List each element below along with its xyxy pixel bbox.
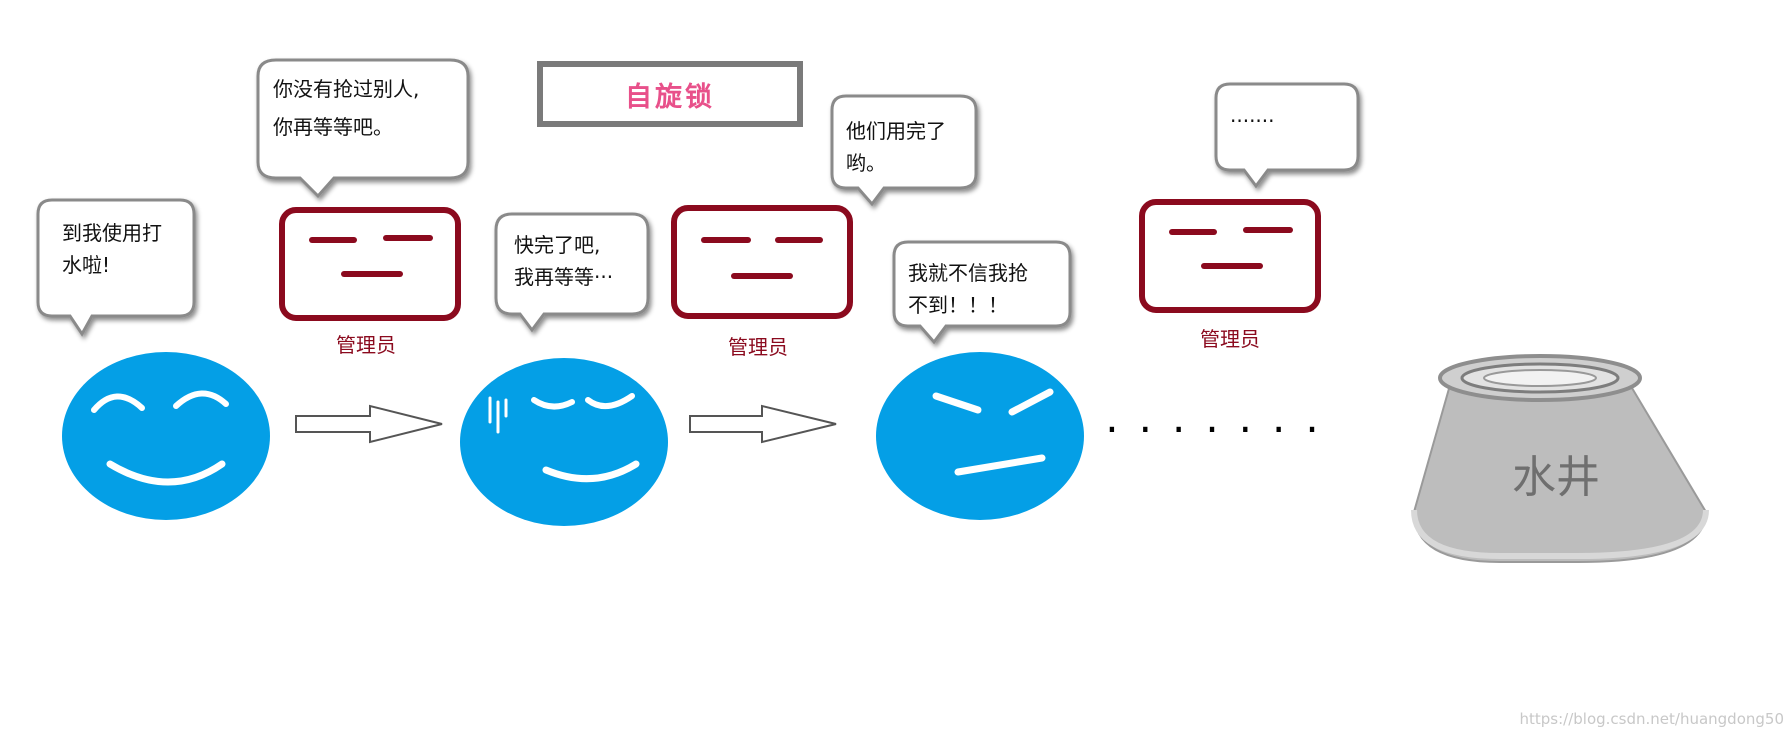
speech-user-3-line-2: 不到！！！ [908,293,1008,317]
speech-user-3-line-1: 我就不信我抢 [908,261,1028,285]
speech-admin-1-line-1: 你没有抢过别人, [273,77,419,101]
arrow-right-1 [295,404,443,444]
user-face-2-waiting [460,358,668,526]
speech-bubble-admin-3 [1214,82,1360,189]
diagram-title: 自旋锁 [625,81,715,113]
speech-admin-1-line-2: 你再等等吧。 [273,115,393,139]
speech-user-2-line-1: 快完了吧, [514,233,600,257]
speech-bubble-user-3 [892,240,1072,345]
speech-admin-2-line-2: 哟。 [846,151,886,175]
speech-admin-3-text: ······· [1230,109,1275,133]
watermark: https://blog.csdn.net/huangdong50 [1520,710,1785,728]
admin-label-1: 管理员 [336,333,396,357]
speech-user-1-line-1: 到我使用打 [62,221,162,245]
queue-ellipsis: ······· [1105,405,1338,454]
well-label: 水井 [1512,452,1600,503]
admin-face-1 [279,207,461,321]
admin-label-2: 管理员 [728,335,788,359]
water-well [1411,354,1709,563]
user-face-3-determined [876,352,1084,520]
arrow-right-2 [689,404,837,444]
speech-bubble-admin-1 [256,58,470,199]
admin-face-3 [1139,199,1321,313]
admin-face-2 [671,205,853,319]
speech-bubble-user-1 [36,198,196,337]
speech-user-1-line-2: 水啦! [62,253,110,277]
speech-user-2-line-2: 我再等等··· [514,265,613,289]
speech-bubble-admin-2 [830,94,978,207]
title-box: 自旋锁 [537,61,803,127]
admin-label-3: 管理员 [1200,327,1260,351]
user-face-1-happy [62,352,270,520]
speech-bubble-user-2 [494,212,650,333]
speech-admin-2-line-1: 他们用完了 [846,119,946,143]
